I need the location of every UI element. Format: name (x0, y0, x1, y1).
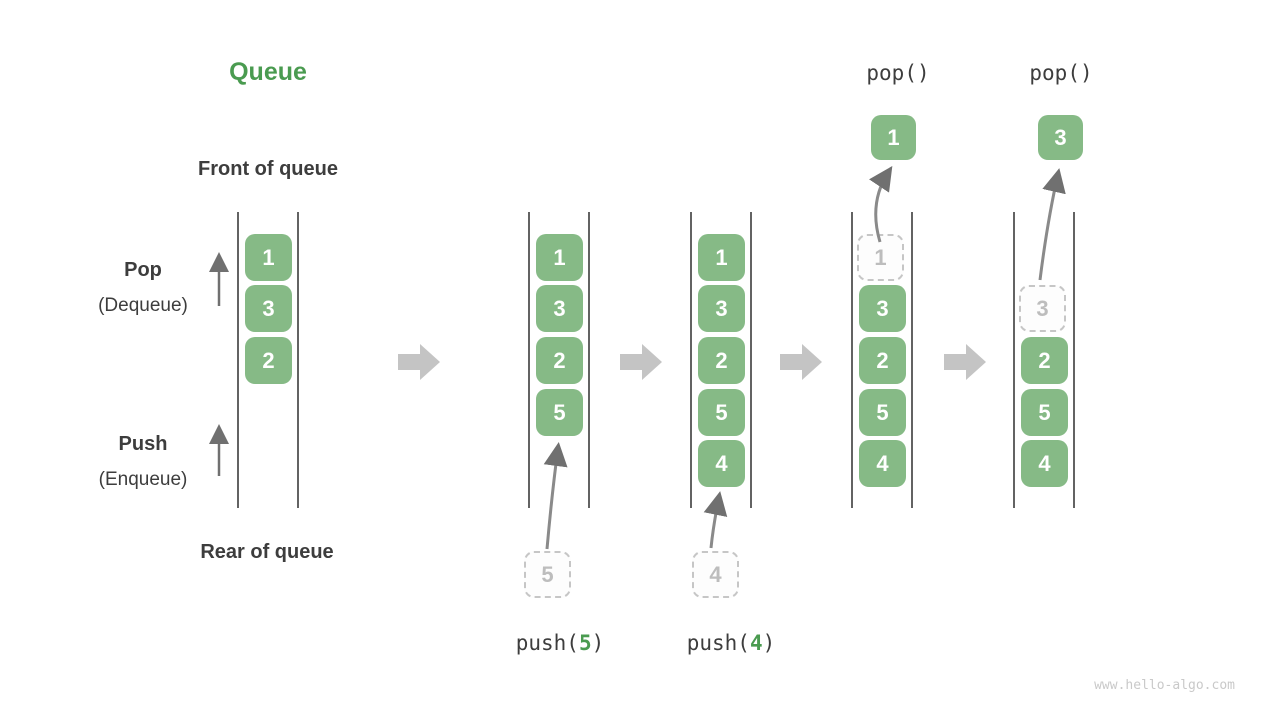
op-suffix: ) (591, 631, 605, 655)
op-prefix: push( (686, 631, 750, 655)
block-arrow-icon (944, 344, 986, 380)
push-4-arrow-icon (703, 491, 728, 549)
queue-item: 2 (245, 337, 292, 384)
queue-wall (588, 212, 590, 508)
block-arrow-icon (398, 344, 440, 380)
queue-item: 4 (698, 440, 745, 487)
queue-item: 4 (1021, 440, 1068, 487)
queue-wall (237, 212, 239, 508)
queue-wall (851, 212, 853, 508)
pop-op-label: pop() (866, 61, 930, 85)
ghost-item: 1 (857, 234, 904, 281)
queue-item: 3 (698, 285, 745, 332)
queue-item: 3 (536, 285, 583, 332)
pop-label: Pop (124, 259, 162, 281)
queue-item: 2 (1021, 337, 1068, 384)
queue-item: 3 (245, 285, 292, 332)
op-arg: 5 (578, 631, 592, 655)
popped-item: 3 (1038, 115, 1083, 160)
op-arg: 4 (749, 631, 763, 655)
queue-wall (528, 212, 530, 508)
queue-wall (1013, 212, 1015, 508)
ghost-item: 3 (1019, 285, 1066, 332)
queue-wall (750, 212, 752, 508)
queue-item: 1 (245, 234, 292, 281)
queue-item: 5 (698, 389, 745, 436)
push-5-arrow-icon (543, 442, 568, 550)
block-arrow-icon (780, 344, 822, 380)
queue-item: 3 (859, 285, 906, 332)
watermark: www.hello-algo.com (1094, 678, 1235, 693)
pop-3-arrow-icon (1038, 168, 1066, 281)
push-op-label: push(5) (516, 631, 605, 655)
front-of-queue-label: Front of queue (198, 158, 338, 180)
push-op-label: push(4) (687, 631, 776, 655)
push-label-group: Push (Enqueue) (99, 432, 188, 491)
dequeue-label: (Dequeue) (98, 295, 188, 316)
queue-wall (1073, 212, 1075, 508)
enqueue-label: (Enqueue) (98, 469, 188, 490)
push-staging-item: 5 (524, 551, 571, 598)
popped-item: 1 (871, 115, 916, 160)
queue-item: 2 (859, 337, 906, 384)
queue-item: 2 (698, 337, 745, 384)
pop-1-arrow-icon (869, 166, 893, 243)
op-suffix: ) (762, 631, 776, 655)
rear-of-queue-label: Rear of queue (200, 541, 334, 563)
queue-wall (911, 212, 913, 508)
queue-item: 2 (536, 337, 583, 384)
queue-item: 4 (859, 440, 906, 487)
block-arrow-icon (620, 344, 662, 380)
pop-label-group: Pop (Dequeue) (98, 258, 188, 317)
queue-item: 5 (1021, 389, 1068, 436)
queue-wall (297, 212, 299, 508)
queue-item: 5 (536, 389, 583, 436)
queue-item: 1 (698, 234, 745, 281)
op-prefix: push( (515, 631, 579, 655)
queue-item: 5 (859, 389, 906, 436)
pop-op-label: pop() (1029, 61, 1093, 85)
push-staging-item: 4 (692, 551, 739, 598)
diagram-title: Queue (229, 58, 307, 86)
queue-wall (690, 212, 692, 508)
push-label: Push (118, 433, 168, 455)
queue-item: 1 (536, 234, 583, 281)
